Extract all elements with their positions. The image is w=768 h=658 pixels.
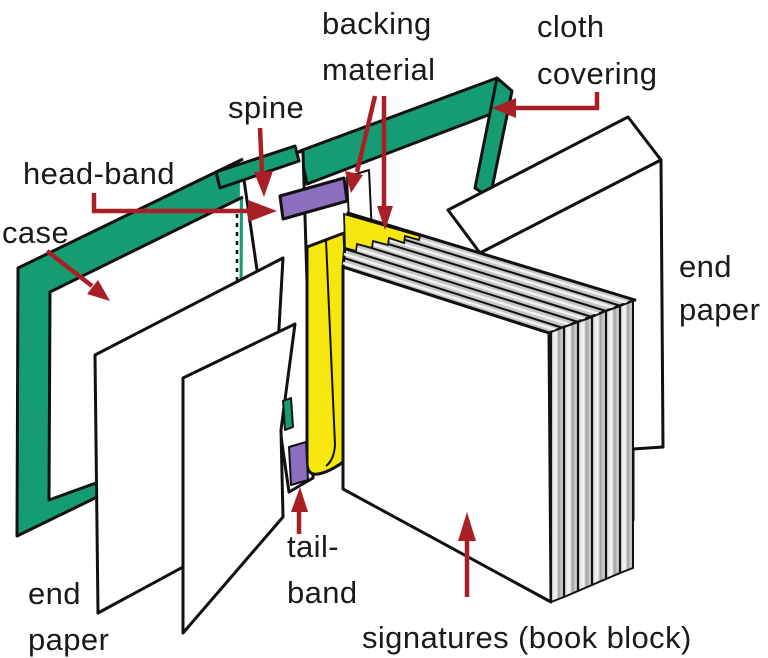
label-signatures: signatures (book block)	[362, 620, 692, 655]
case-arrowhead	[87, 280, 110, 301]
head-band-shape	[278, 176, 349, 221]
signatures-arrowhead	[458, 512, 476, 541]
callout-arrows	[45, 92, 600, 597]
label-backing-material-line1: backing	[322, 6, 432, 41]
cloth-covering-arrow-line	[513, 92, 600, 111]
head-band-arrow-line	[91, 193, 250, 214]
backing-material-fold-line	[325, 239, 336, 467]
signature-edge	[619, 300, 634, 574]
label-tail-band-line1: tail-	[287, 529, 339, 564]
end-paper-left-sheet-front	[181, 322, 297, 635]
spine-arrowhead	[254, 171, 273, 197]
case-spine-tail-tab	[282, 397, 294, 431]
case-left-board-frame	[17, 160, 243, 536]
label-end-paper-left-line1: end	[28, 576, 81, 611]
tail-band-arrowhead	[291, 487, 308, 512]
label-cloth-covering-line2: covering	[537, 56, 657, 91]
signature-edge	[577, 316, 593, 592]
labels: backing material cloth covering spine he…	[2, 6, 760, 657]
label-head-band: head-band	[23, 156, 175, 191]
tail-band-shape	[288, 441, 309, 486]
label-end-paper-right-line1: end	[679, 249, 732, 284]
label-case: case	[2, 215, 69, 250]
head-band-arrowhead	[248, 200, 277, 222]
backing-material-top-wrap	[343, 212, 422, 253]
case-arrow-line	[45, 249, 94, 288]
signature-edge	[591, 310, 607, 586]
signature-edge	[550, 326, 565, 603]
signature-edge	[605, 305, 621, 580]
label-cloth-covering-line1: cloth	[537, 9, 604, 44]
spine-arrow-line	[257, 127, 265, 175]
backing-material-arrowhead-1	[345, 171, 363, 193]
label-end-paper-left-line2: paper	[28, 622, 109, 657]
backing-material-arrow-line-1	[354, 95, 378, 173]
case-right-rail	[298, 76, 506, 186]
backing-material-arrowhead-2	[377, 206, 393, 230]
label-spine: spine	[228, 90, 304, 125]
case-spine-flap	[214, 144, 301, 190]
label-end-paper-right-line2: paper	[679, 292, 760, 327]
label-tail-band-line2: band	[287, 575, 358, 610]
end-papers-left	[93, 256, 297, 635]
signature-fore-edges	[550, 300, 634, 603]
label-backing-material-line2: material	[322, 52, 435, 87]
cloth-covering-arrowhead	[492, 98, 516, 118]
signature-top-highlights	[342, 216, 629, 332]
signature-edge	[563, 321, 579, 598]
book-block	[341, 265, 634, 604]
